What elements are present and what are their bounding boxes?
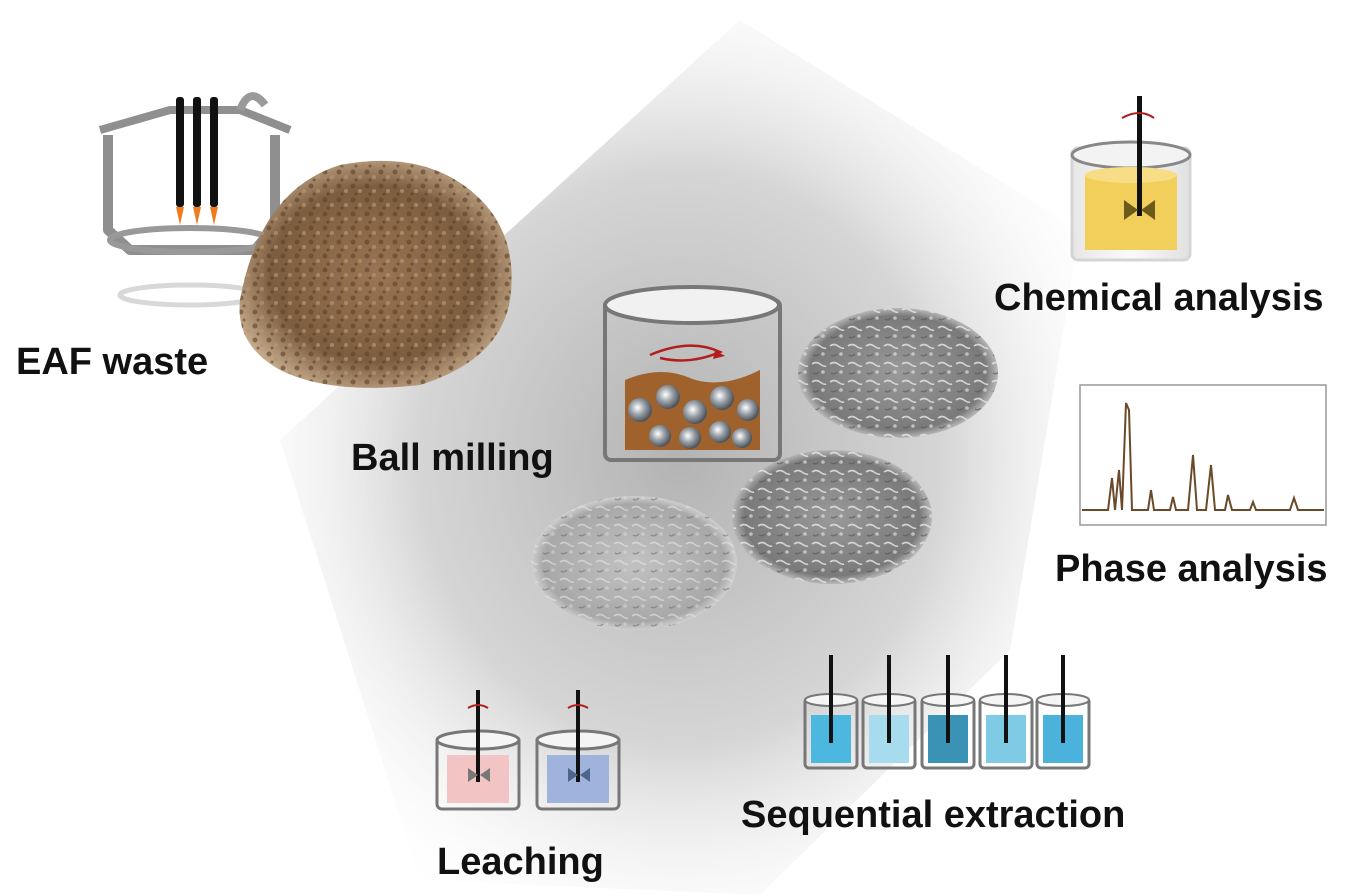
sequential-beaker-4: [980, 655, 1032, 768]
label-sequential-extraction: Sequential extraction: [741, 796, 1125, 834]
sem-image-top: [798, 308, 998, 438]
xrd-pattern-plot: [1080, 385, 1326, 525]
sem-image-left: [531, 496, 737, 630]
eaf-dust-pile: [240, 161, 512, 388]
label-chemical-analysis: Chemical analysis: [994, 279, 1324, 317]
label-ball-milling: Ball milling: [351, 439, 554, 477]
sem-image-right: [732, 450, 932, 584]
label-eaf-waste: EAF waste: [16, 343, 208, 381]
label-leaching: Leaching: [437, 843, 604, 881]
chemical-analysis-beaker: [1072, 96, 1190, 260]
sequential-beaker-5: [1037, 655, 1089, 768]
label-phase-analysis: Phase analysis: [1055, 550, 1328, 588]
